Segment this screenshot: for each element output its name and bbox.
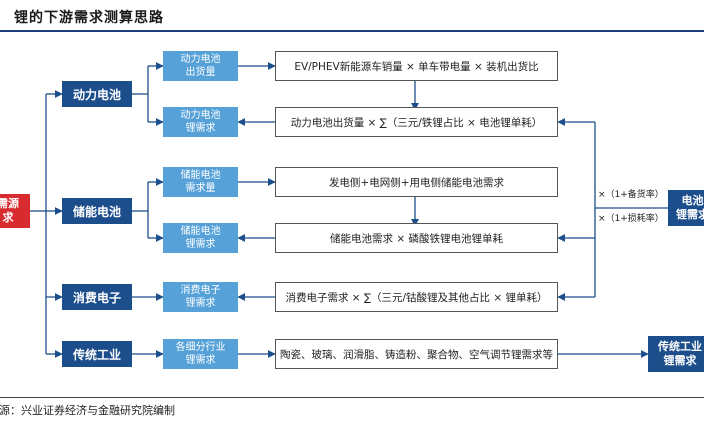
title-divider [0, 30, 704, 32]
formula-storage-demand: 发电侧+电网侧+用电侧储能电池需求 [275, 167, 558, 197]
formula-traditional-lithium: 陶瓷、玻璃、润滑脂、铸造粉、聚合物、空气调节锂需求等 [275, 339, 558, 369]
formula-power-lithium: 动力电池出货量 × ∑（三元/铁锂占比 × 电池锂单耗） [275, 107, 558, 137]
category-power-battery: 动力电池 [62, 81, 132, 107]
step-storage-demand: 储能电池 需求量 [163, 167, 238, 197]
category-traditional-industry: 传统工业 [62, 341, 132, 367]
category-consumer-electronics: 消费电子 [62, 284, 132, 310]
step-traditional-lithium-demand: 各细分行业 锂需求 [163, 339, 238, 369]
step-consumer-lithium-demand: 消费电子 锂需求 [163, 282, 238, 312]
formula-consumer-lithium: 消费电子需求 × ∑（三元/钴酸锂及其他占比 × 锂单耗） [275, 282, 558, 312]
formula-ev-sales: EV/PHEV新能源车销量 × 单车带电量 × 装机出货比 [275, 51, 558, 81]
multiplier-loss-rate: ×（1+损耗率） [598, 214, 664, 224]
page-title: 锂的下游需求测算思路 [14, 10, 164, 26]
source-note: 来源：兴业证券经济与金融研究院编制 [0, 404, 175, 417]
step-power-shipment: 动力电池 出货量 [163, 51, 238, 81]
output-battery-lithium-demand: 电池 锂需求 [668, 190, 704, 226]
footer-divider [0, 397, 704, 398]
category-storage-battery: 储能电池 [62, 198, 132, 224]
step-storage-lithium-demand: 储能电池 锂需求 [163, 223, 238, 253]
step-power-lithium-demand: 动力电池 锂需求 [163, 107, 238, 137]
multiplier-stock-rate: ×（1+备货率） [598, 190, 664, 200]
output-traditional-lithium-demand: 传统工业 锂需求 [648, 336, 704, 372]
formula-storage-lithium: 储能电池需求 × 磷酸铁锂电池锂单耗 [275, 223, 558, 253]
root-lithium-demand: 需源 求 [0, 194, 30, 228]
